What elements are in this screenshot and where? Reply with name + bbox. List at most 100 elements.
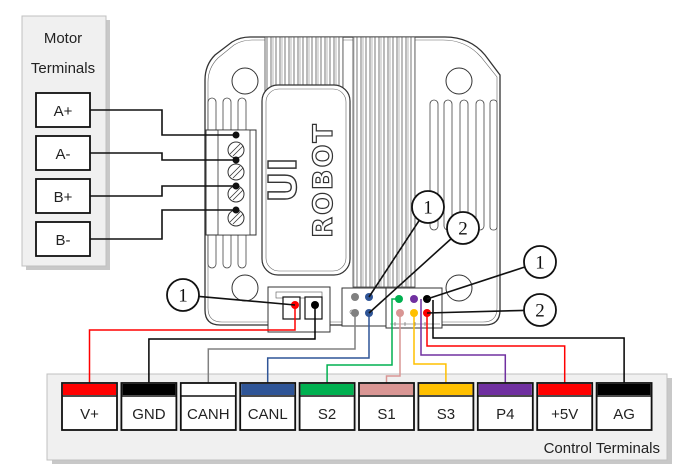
callout-io-pin1: 1 <box>426 245 557 300</box>
callout-leader-line <box>368 238 452 314</box>
terminal-color-band <box>63 384 116 395</box>
callout-number: 1 <box>423 198 433 219</box>
heatsink-fins-main <box>352 36 416 288</box>
terminal-color-band <box>360 384 413 395</box>
callout-leader-line <box>426 266 526 300</box>
motor-terminal-label: A- <box>56 146 71 163</box>
control-terminal-s3: S3 <box>417 382 475 431</box>
pin-gnd <box>311 301 319 309</box>
terminal-color-band <box>538 384 592 395</box>
heatsink-fins-right <box>429 99 498 231</box>
control-terminal-canh: CANH <box>179 382 237 431</box>
terminal-screw <box>227 163 245 181</box>
wire-p4 <box>420 299 507 383</box>
control-terminal-label: AG <box>613 406 635 423</box>
mount-hole-top-left <box>231 67 259 95</box>
brand-logo: UI ROBOT <box>260 122 339 239</box>
terminal-color-band <box>597 384 651 395</box>
control-terminal-label: V+ <box>80 406 99 423</box>
wire-ag <box>432 300 625 383</box>
callout-number: 2 <box>458 219 468 240</box>
motor-terminal-block <box>205 129 257 236</box>
pin-canh-2 <box>351 309 359 317</box>
logo-cover <box>261 84 351 276</box>
pin-p4 <box>410 295 418 303</box>
motor-wire-junction-dot <box>232 131 240 139</box>
motor-wire <box>90 209 236 240</box>
motor-terminal-aminus: A- <box>35 135 91 171</box>
wire-gnd <box>148 305 316 383</box>
terminal-color-band <box>300 384 354 395</box>
callout-can-pin2: 2 <box>368 211 480 314</box>
mount-hole-bottom-left <box>231 274 259 302</box>
motor-wire-junction-dot <box>232 206 240 214</box>
pin-canh-1 <box>351 293 359 301</box>
control-terminal-label: GND <box>132 406 166 423</box>
callout-circle <box>166 278 200 312</box>
control-terminal-s2: S2 <box>298 382 356 431</box>
control-terminal-label: CANL <box>248 406 288 423</box>
callout-io-pin2: 2 <box>426 293 557 327</box>
terminal-color-band <box>181 384 235 395</box>
wire-plus5v <box>426 313 566 383</box>
control-terminal-label: +5V <box>551 406 578 423</box>
logo-text-robot: ROBOT <box>308 122 339 238</box>
mount-hole-top-right <box>445 67 473 95</box>
motor-wire <box>90 152 236 161</box>
control-terminal-s1: S1 <box>358 382 415 431</box>
wire-s1 <box>385 313 401 383</box>
pin-s1 <box>396 309 404 317</box>
callout-number: 1 <box>535 253 545 274</box>
motor-wire <box>90 109 236 136</box>
callout-circle <box>523 245 557 279</box>
control-terminal-plus5v: +5V <box>536 382 594 431</box>
pin-s2 <box>395 295 403 303</box>
control-terminal-ag: AG <box>595 382 653 431</box>
control-terminal-label: S2 <box>318 406 336 423</box>
callout-number: 1 <box>178 286 188 307</box>
motor-wire-junction-dot <box>232 156 240 164</box>
terminal-screw <box>227 141 245 159</box>
motor-terminal-label: A+ <box>54 103 73 120</box>
terminal-color-band <box>478 384 532 395</box>
pin-s3 <box>410 309 418 317</box>
wire-s2 <box>326 298 399 383</box>
terminal-color-band <box>419 384 473 395</box>
power-connector <box>267 286 331 333</box>
control-terminals-title: Control Terminals <box>544 440 660 457</box>
callout-leader-line <box>426 309 525 314</box>
callout-circle <box>411 190 445 224</box>
motor-wire <box>90 185 236 197</box>
motor-terminal-label: B- <box>56 232 71 249</box>
control-terminal-p4: P4 <box>476 382 534 431</box>
callout-circle <box>523 293 557 327</box>
can-connector <box>341 287 387 327</box>
wire-canh <box>207 313 356 383</box>
control-terminal-label: CANH <box>187 406 230 423</box>
control-terminal-label: S1 <box>377 406 395 423</box>
servo-drive-device: UI ROBOT <box>204 36 501 333</box>
motor-wire-junction-dot <box>232 182 240 190</box>
callout-can-pin1: 1 <box>368 190 445 298</box>
wire-canl <box>266 313 370 383</box>
control-terminal-label: P4 <box>496 406 514 423</box>
motor-terminals-panel: Motor Terminals A+ A- B+ B- <box>21 15 110 270</box>
callout-number: 2 <box>535 301 545 322</box>
terminal-color-band <box>122 384 176 395</box>
callout-circle <box>446 211 480 245</box>
wire-s3 <box>413 313 447 383</box>
callout-leader-line <box>198 295 296 306</box>
wire-vplus <box>88 305 296 383</box>
control-terminal-gnd: GND <box>120 382 178 431</box>
motor-terminal-label: B+ <box>54 189 73 206</box>
motor-terminal-aplus: A+ <box>35 92 91 128</box>
motor-terminals-title-line2: Terminals <box>31 60 95 77</box>
motor-terminal-bminus: B- <box>35 221 91 257</box>
control-terminal-label: S3 <box>437 406 455 423</box>
logo-text-ui: UI <box>261 158 305 203</box>
control-terminal-canl: CANL <box>239 382 297 431</box>
motor-terminal-bplus: B+ <box>35 178 91 214</box>
motor-terminals-title-line1: Motor <box>44 30 82 47</box>
callout-power-pin1: 1 <box>166 278 296 312</box>
